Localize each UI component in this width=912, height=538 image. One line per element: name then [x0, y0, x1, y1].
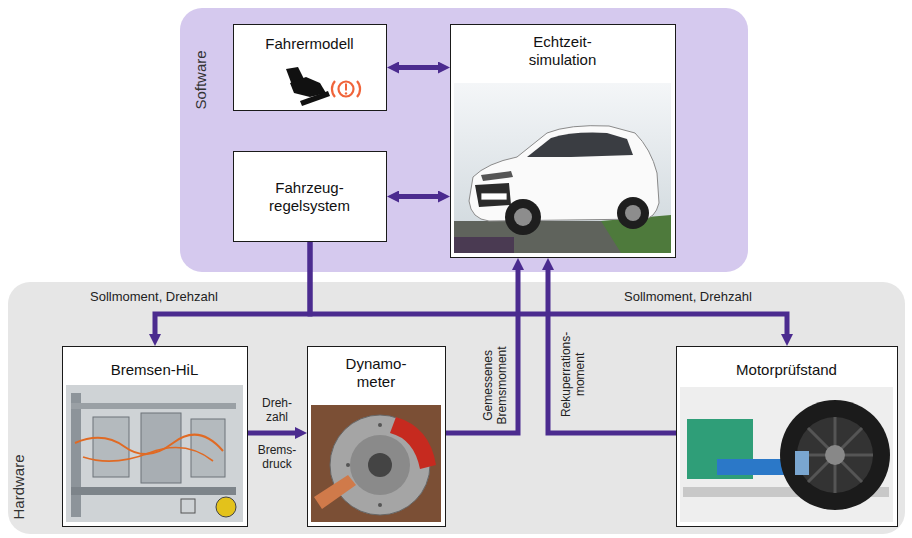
software-panel: Software Fahrermodell Echtzeit- s	[180, 8, 748, 272]
box-title: Dynamo- meter	[334, 355, 418, 391]
hardware-panel: Hardware Bremsen-HiL Dynamo- meter	[8, 282, 905, 534]
box-title: Echtzeit- simulation	[503, 33, 623, 69]
signal-label: Rekuperrations- moment	[559, 322, 588, 426]
box-title: Fahrzeug- regelsystem	[255, 179, 365, 215]
panel-title: Software	[191, 50, 209, 109]
signal-label: Gemessenes Bremsmoment	[481, 341, 510, 429]
signal-arrow	[248, 431, 299, 436]
signal-label: Sollmoment, Drehzahl	[624, 289, 752, 305]
signal-arrow	[395, 194, 442, 199]
realtime-simulation-box: Echtzeit- simulation	[450, 24, 676, 258]
panel-title: Hardware	[9, 454, 27, 519]
signal-arrow	[395, 65, 442, 70]
signal-label: Sollmoment, Drehzahl	[90, 289, 218, 305]
motor-test-bench-box: Motorprüfstand	[676, 346, 898, 527]
dynamometer-box: Dynamo- meter	[307, 346, 446, 527]
driver-model-box: Fahrermodell	[233, 24, 387, 111]
signal-label: Brems- druck	[255, 443, 299, 472]
box-title: Motorprüfstand	[687, 361, 887, 379]
box-title: Fahrermodell	[240, 35, 380, 53]
signal-label: Dreh- zahl	[257, 396, 297, 425]
vehicle-control-box: Fahrzeug- regelsystem	[233, 151, 387, 242]
brake-hil-box: Bremsen-HiL	[62, 346, 248, 527]
box-title: Bremsen-HiL	[70, 361, 240, 379]
signal-arrow	[446, 266, 518, 433]
